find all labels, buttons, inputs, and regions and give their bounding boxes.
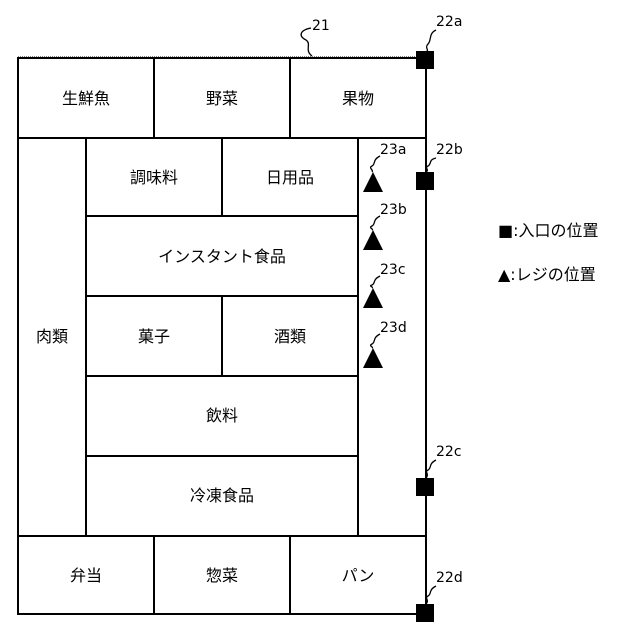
label-bento: 弁当 <box>70 566 102 585</box>
register-23c-label: 23c <box>380 262 406 278</box>
entrance-22b-label: 22b <box>436 142 463 158</box>
label-alcohol: 酒類 <box>274 327 306 346</box>
label-side-dishes: 惣菜 <box>206 566 238 585</box>
register-23d-label: 23d <box>380 320 407 336</box>
leader-23d <box>371 334 380 348</box>
ref-label-store: 21 <box>312 18 330 34</box>
register-23d-icon <box>363 348 383 368</box>
register-23c-icon <box>363 288 383 308</box>
register-23b-label: 23b <box>380 202 407 218</box>
legend-entrance: ■:入口の位置 <box>498 221 599 240</box>
leader-23a <box>371 156 380 172</box>
label-daily-goods: 日用品 <box>266 168 314 187</box>
label-snacks: 菓子 <box>138 327 170 346</box>
leader-store <box>301 28 312 56</box>
entrance-22a-icon <box>416 51 434 69</box>
register-23b-icon <box>363 230 383 250</box>
register-23a-label: 23a <box>380 142 406 158</box>
legend-register: ▲:レジの位置 <box>498 265 596 284</box>
label-seasoning: 調味料 <box>130 168 178 187</box>
label-fish: 生鮮魚 <box>62 89 110 108</box>
leader-23b <box>371 216 380 230</box>
leader-22a <box>426 30 436 52</box>
entrance-22b-icon <box>416 172 434 190</box>
entrance-22c-label: 22c <box>436 444 462 460</box>
label-bread: パン <box>342 566 375 585</box>
label-meat: 肉類 <box>36 327 68 346</box>
register-23a-icon <box>363 172 383 192</box>
label-vegetables: 野菜 <box>206 89 238 108</box>
entrance-22d-label: 22d <box>436 570 463 586</box>
leader-22b <box>426 158 436 172</box>
label-instant-food: インスタント食品 <box>158 247 286 266</box>
leader-22d <box>426 586 436 604</box>
label-frozen-food: 冷凍食品 <box>190 486 254 505</box>
label-drinks: 飲料 <box>206 406 238 425</box>
entrance-22a-label: 22a <box>436 14 462 30</box>
label-fruit: 果物 <box>342 89 374 108</box>
leader-22c <box>426 460 436 478</box>
entrance-22c-icon <box>416 478 434 496</box>
entrance-22d-icon <box>416 604 434 622</box>
leader-23c <box>371 276 380 288</box>
